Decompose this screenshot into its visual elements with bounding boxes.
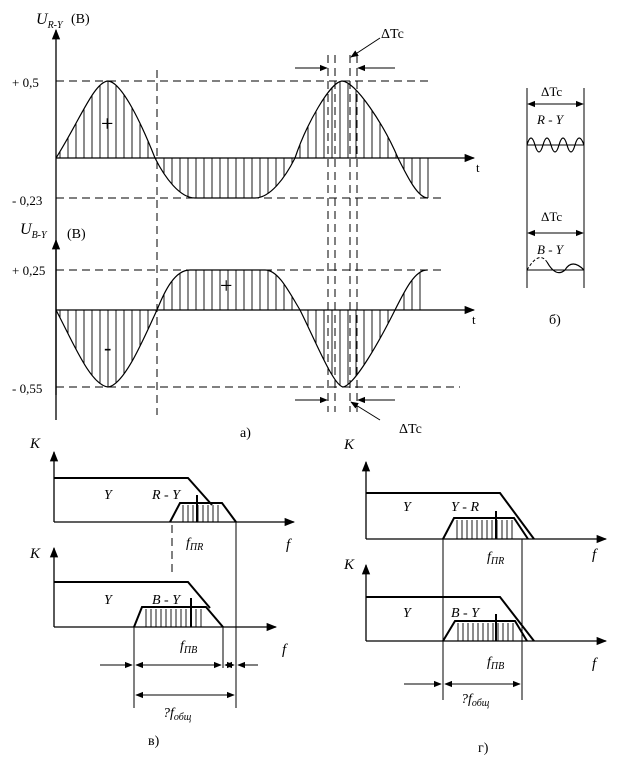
v-top-chroma-label: R - Y (151, 488, 182, 503)
b-top-oscillation (526, 137, 585, 153)
b-bottom-oscillation-dashed (526, 257, 548, 271)
g-top-luma-response (366, 492, 535, 540)
g-bottom-f-label: f (592, 656, 598, 672)
g-delta-label: ?fобщ (461, 692, 490, 709)
v-bottom-freq-label: fПB (180, 639, 197, 656)
panel-a: UR-Y (В) t + 0,5 - 0,23 + UB-Y (В) t + 0… (12, 11, 480, 441)
v-top-f-label: f (286, 537, 292, 553)
v-bottom-f-label: f (282, 642, 288, 658)
g-bottom-luma-response (366, 596, 535, 642)
by-y-label: UB-Y (20, 221, 48, 241)
v-top-y-label: Y (104, 488, 114, 503)
v-bottom-k-label: K (29, 546, 41, 562)
delta-bottom-label: ΔTc (399, 422, 422, 437)
v-bottom-chroma-hatching (145, 609, 202, 627)
v-delta-label: ?fобщ (163, 706, 192, 723)
panel-b-label: б) (549, 313, 561, 328)
by-hatching (59, 270, 421, 387)
ry-waveform (55, 80, 429, 199)
v-top-freq-label: fПR (186, 536, 203, 553)
by-t-label: t (472, 312, 476, 327)
panel-b: ΔTc R - Y ΔTc B - Y б) (526, 84, 585, 328)
g-top-f-label: f (592, 547, 598, 563)
by-minus-sign: - (104, 335, 111, 360)
ry-plus-sign: + (101, 111, 113, 136)
panel-v: K f Y R - Y fПR K f Y B - Y fПB (29, 436, 296, 749)
g-top-chroma-hatching (456, 520, 513, 539)
v-bottom-luma-response (54, 581, 211, 609)
v-bottom-y-label: Y (104, 593, 114, 608)
by-waveform (55, 269, 428, 388)
b-top-signal-label: R - Y (536, 112, 565, 127)
panel-v-label: в) (148, 734, 160, 749)
panel-g: K f Y Y - R fПR K f Y B - Y fПB ?fобщ г) (343, 437, 608, 756)
by-plus-sign: + (220, 273, 232, 298)
v-top-luma-response (54, 477, 213, 506)
panel-a-label: а) (240, 426, 251, 441)
ry-y-unit: (В) (71, 12, 90, 27)
g-bottom-k-label: K (343, 557, 355, 573)
by-tick-bottom: - 0,55 (12, 381, 42, 396)
g-top-k-label: K (343, 437, 355, 453)
g-bottom-chroma-hatching (457, 623, 514, 641)
delta-top-label: ΔTc (381, 27, 404, 42)
v-top-chroma-response (169, 502, 237, 523)
delta-top-leader (350, 37, 381, 58)
g-top-chroma-response (442, 517, 529, 540)
ry-tick-bottom: - 0,23 (12, 193, 42, 208)
v-bottom-chroma-response (133, 606, 224, 628)
b-bottom-oscillation (546, 261, 585, 274)
ry-hatching (59, 81, 429, 198)
g-bottom-chroma-response (442, 620, 528, 642)
g-top-chroma-label: Y - R (451, 500, 479, 515)
by-y-unit: (В) (67, 227, 86, 242)
ry-y-label: UR-Y (36, 11, 64, 31)
v-bottom-chroma-label: B - Y (152, 593, 182, 608)
v-top-chroma-hatching (182, 505, 219, 522)
g-top-freq-label: fПR (487, 550, 504, 567)
ry-tick-top: + 0,5 (12, 75, 39, 90)
v-top-k-label: K (29, 436, 41, 452)
b-bottom-signal-label: B - Y (537, 242, 565, 257)
b-top-delta-label: ΔTc (541, 84, 562, 99)
delta-bottom-leader (350, 401, 381, 421)
g-bottom-y-label: Y (403, 606, 413, 621)
by-tick-top: + 0,25 (12, 263, 45, 278)
g-bottom-chroma-label: B - Y (451, 606, 481, 621)
g-bottom-freq-label: fПB (487, 655, 504, 672)
g-top-y-label: Y (403, 500, 413, 515)
panel-g-label: г) (478, 741, 489, 756)
ry-t-label: t (476, 160, 480, 175)
b-bottom-delta-label: ΔTc (541, 209, 562, 224)
